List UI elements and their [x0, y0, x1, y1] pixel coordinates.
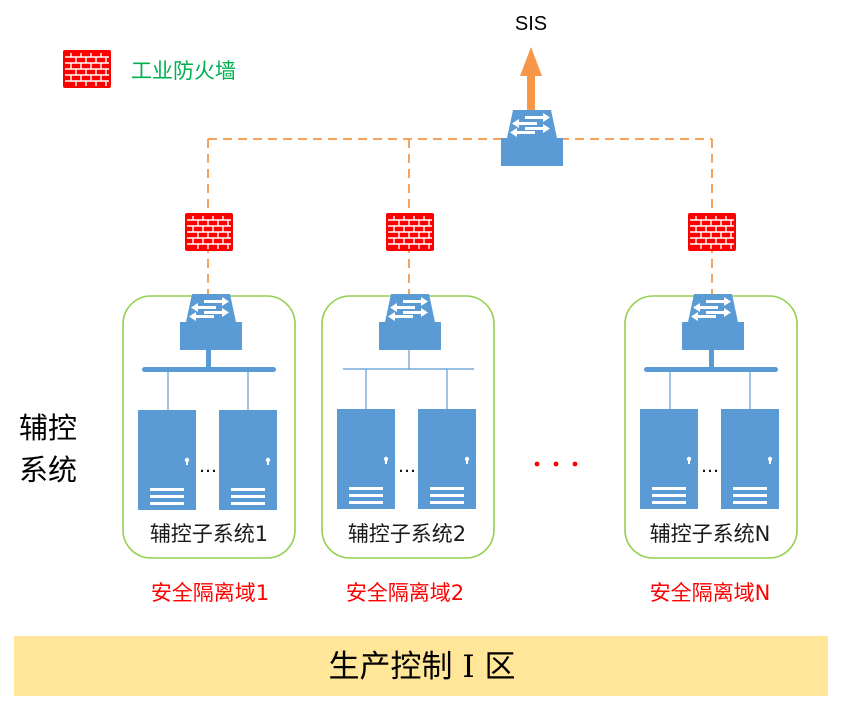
zone-label-1: 安全隔离域1 — [151, 581, 269, 605]
more-groups-ellipsis — [534, 461, 578, 467]
production-zone-label: 生产控制 I 区 — [329, 649, 516, 685]
ellipsis: … — [398, 456, 416, 477]
subsystem-label: 辅控子系统N — [650, 522, 771, 546]
subsystem-group-1: … 辅控子系统1 — [122, 294, 296, 559]
firewall-icon — [385, 212, 435, 252]
ellipsis: … — [701, 456, 719, 477]
zone-label-n: 安全隔离域N — [650, 581, 771, 605]
bus-line — [142, 367, 276, 372]
firewall-icon — [184, 212, 234, 252]
dashed-uplink-lines — [207, 138, 713, 295]
server-icon — [418, 409, 476, 509]
ellipsis: … — [199, 456, 217, 477]
side-label-line1: 辅控 — [19, 411, 77, 445]
sis-label: SIS — [515, 13, 547, 35]
server-icon — [721, 409, 779, 509]
server-icon — [219, 410, 277, 510]
legend-label: 工业防火墙 — [131, 59, 236, 83]
subsystem-label: 辅控子系统1 — [150, 522, 268, 546]
core-switch-icon — [501, 110, 563, 166]
firewall-icon — [687, 212, 737, 252]
server-icon — [640, 409, 698, 509]
upward-arrow-icon — [520, 47, 542, 114]
switch-icon — [682, 294, 744, 350]
bus-line — [644, 367, 778, 372]
firewall-icon — [62, 49, 112, 89]
server-icon — [138, 410, 196, 510]
zone-label-2: 安全隔离域2 — [346, 581, 464, 605]
subsystem-group-2: … 辅控子系统2 — [321, 294, 495, 559]
switch-icon — [180, 294, 242, 350]
side-label-line2: 系统 — [19, 453, 77, 487]
subsystem-label: 辅控子系统2 — [348, 522, 466, 546]
legend: 工业防火墙 — [62, 49, 236, 89]
server-icon — [337, 409, 395, 509]
switch-icon — [379, 294, 441, 350]
production-zone-band — [14, 636, 828, 696]
subsystem-group-n: … 辅控子系统N — [624, 294, 798, 559]
